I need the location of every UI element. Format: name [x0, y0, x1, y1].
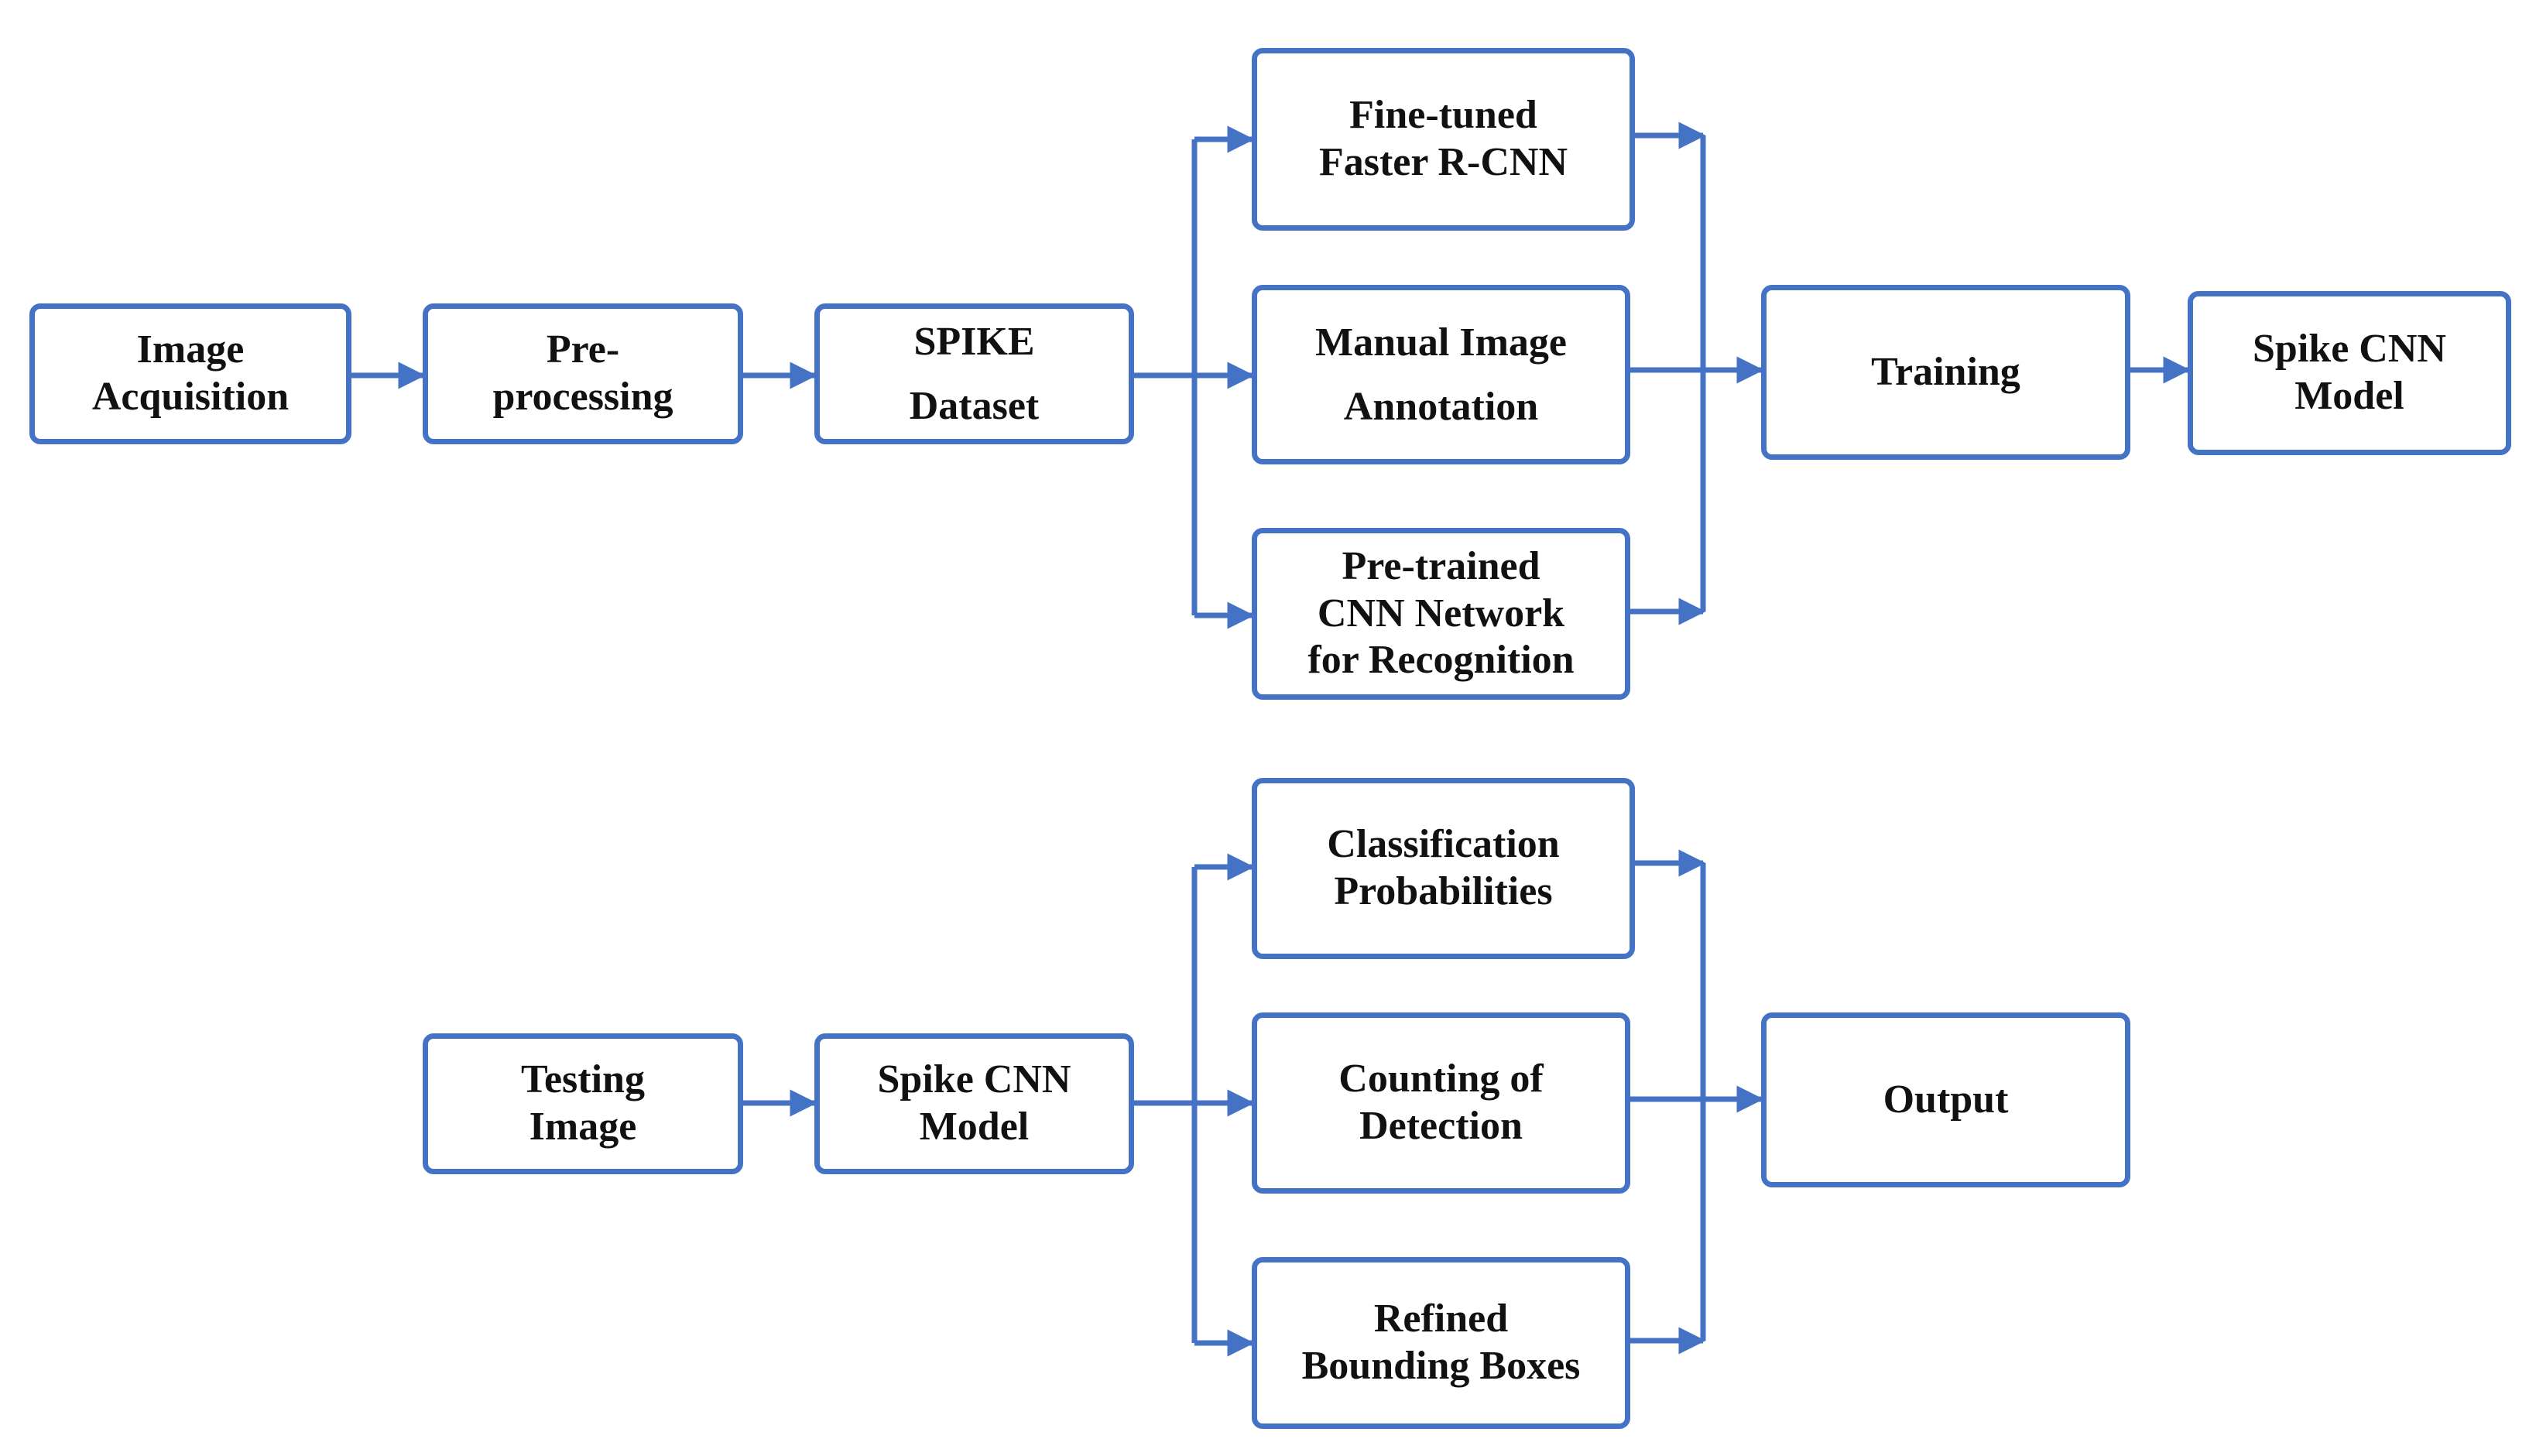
node-testing-image: Testing Image [423, 1033, 743, 1174]
node-training: Training [1761, 285, 2130, 460]
node-classification-probabilities: Classification Probabilities [1252, 778, 1635, 959]
node-fine-tuned-faster-rcnn: Fine-tuned Faster R-CNN [1252, 48, 1635, 231]
node-refined-bounding-boxes: Refined Bounding Boxes [1252, 1257, 1630, 1429]
node-spike-cnn-model-bottom: Spike CNN Model [814, 1033, 1134, 1174]
node-manual-image-annotation: Manual Image Annotation [1252, 285, 1630, 464]
node-spike-cnn-model-top: Spike CNN Model [2188, 291, 2511, 455]
node-image-acquisition: Image Acquisition [29, 303, 351, 444]
node-spike-dataset: SPIKE Dataset [814, 303, 1134, 444]
node-pre-processing: Pre- processing [423, 303, 743, 444]
node-pretrained-cnn-network: Pre-trained CNN Network for Recognition [1252, 528, 1630, 700]
node-counting-of-detection: Counting of Detection [1252, 1012, 1630, 1194]
node-output: Output [1761, 1012, 2130, 1187]
